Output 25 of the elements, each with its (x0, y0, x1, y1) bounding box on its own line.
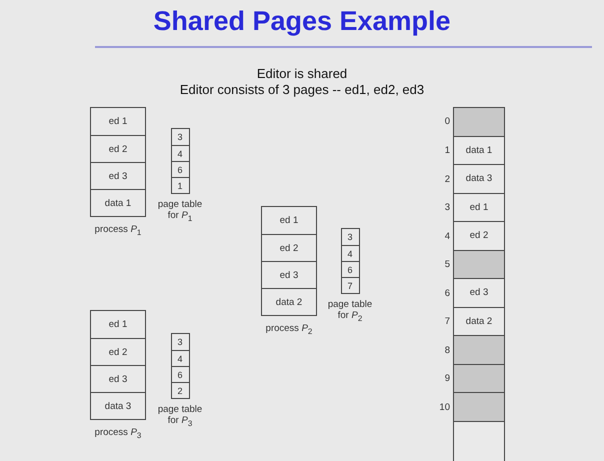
memory-frame (454, 108, 504, 136)
frame-number: 0 (444, 116, 451, 128)
page-table-label: page table for P$_{3}$ (156, 405, 204, 428)
page-table-label: page table for P$_{1}$ (156, 200, 204, 223)
process-label: process P$_{2}$ (264, 324, 314, 336)
frame-number: 10 (438, 402, 451, 413)
frame-number: 6 (444, 288, 451, 299)
process-label: process P$_{3}$ (94, 428, 142, 440)
frame-number: 7 (444, 316, 451, 328)
process-label: process P$_{1}$ (94, 225, 142, 237)
memory-frame (454, 364, 504, 392)
frame-number: 4 (444, 230, 451, 242)
frame-number: 5 (444, 259, 451, 270)
memory-frame (454, 336, 504, 364)
frame-number: 3 (444, 202, 451, 214)
frame-number: 1 (444, 145, 451, 156)
frame-number: 2 (444, 174, 451, 185)
frame-number: 8 (444, 344, 451, 356)
slide-title: Shared Pages Example (152, 6, 452, 37)
frame-number: 9 (444, 373, 451, 384)
page-table-label: page table for P$_{2}$ (326, 300, 374, 323)
note-text: Editor is shared (256, 66, 348, 81)
note-text: Editor consists of 3 pages -- ed1, ed2, ed3 (178, 82, 426, 97)
memory-frame (454, 250, 504, 278)
memory-frame (454, 393, 504, 420)
